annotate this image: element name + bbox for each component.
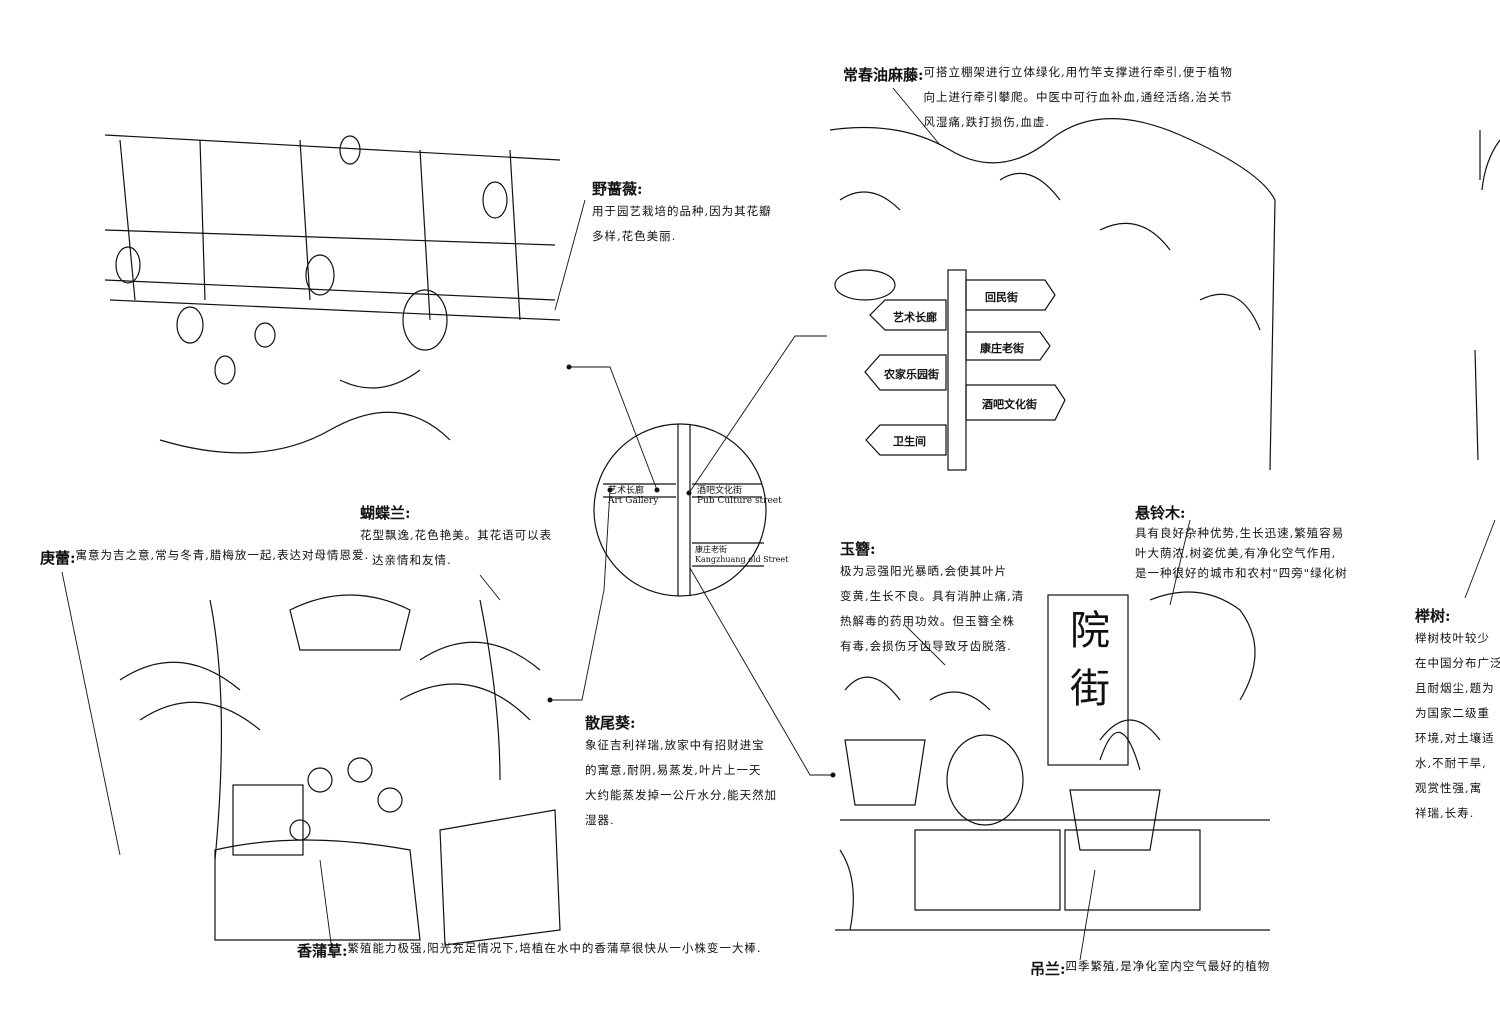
annotation-title: 常春油麻藤: <box>843 66 924 84</box>
annotation-line: 为国家二级重 <box>1415 706 1490 720</box>
annotation-line: 繁殖能力极强,阳光充足情况下,培植在水中的香蒲草很快从一小株变一大棒. <box>347 941 762 955</box>
annotation-title: 庚蕾: <box>40 549 76 567</box>
potted-plants-sketch <box>835 591 1270 931</box>
map-label-en: Kangzhuang old Street <box>695 555 789 564</box>
annotation-line: 且耐烟尘,题为 <box>1415 681 1495 695</box>
map-label-cn: 酒吧文化街 <box>697 486 743 496</box>
annotation-title: 悬铃木: <box>1135 504 1186 522</box>
route-map-circle <box>593 423 767 597</box>
annotation-spider-plant: 吊兰: 四季繁殖,是净化室内空气最好的植物 <box>1030 958 1270 979</box>
annotation-line: 用于园艺栽培的品种,因为其花瓣 <box>592 204 772 218</box>
annotation-cattail: 香蒲草: 繁殖能力极强,阳光充足情况下,培植在水中的香蒲草很快从一小株变一大棒. <box>297 940 762 961</box>
annotation-line: 湿器. <box>585 813 615 827</box>
annotation-line: 水,不耐干旱, <box>1415 756 1487 770</box>
annotation-orchid: 蝴蝶兰: 花型飘逸,花色艳美。其花语可以表 达亲情和友情. <box>360 502 552 573</box>
vine-signpost-sketch <box>829 118 1276 471</box>
map-label-cn: 艺术长廊 <box>608 486 645 496</box>
sign-farmhouse-street: 农家乐园街 <box>884 368 939 381</box>
courtyard-sign: 院街 <box>1070 608 1110 712</box>
annotation-line: 达亲情和友情. <box>372 553 452 567</box>
annotation-line: 叶大荫浓,树姿优美,有净化空气作用, <box>1135 546 1337 560</box>
sign-hui-min-street: 回民街 <box>985 291 1018 304</box>
map-label-en: Art Gallery <box>608 496 659 506</box>
annotation-zelkova: 榉树: 榉树枝叶较少 在中国分布广泛, 且耐烟尘,题为 为国家二级重 环境,对土… <box>1415 605 1500 826</box>
annotation-line: 是一种很好的城市和农村"四旁"绿化树 <box>1135 566 1348 580</box>
annotation-line: 大约能蒸发掉一公斤水分,能天然加 <box>585 788 778 802</box>
annotation-title: 榉树: <box>1415 607 1451 625</box>
annotation-title: 香蒲草: <box>297 942 348 960</box>
annotation-line: 观赏性强,寓 <box>1415 781 1483 795</box>
annotation-line: 祥瑞,长寿. <box>1415 806 1475 820</box>
annotation-line: 变黄,生长不良。具有消肿止痛,清 <box>840 589 1025 603</box>
annotation-line: 榉树枝叶较少 <box>1415 631 1490 645</box>
annotation-line: 多样,花色美丽. <box>592 229 677 243</box>
annotation-line: 象征吉利祥瑞,放家中有招财进宝 <box>585 738 765 752</box>
annotation-line: 热解毒的药用功效。但玉簪全株 <box>840 614 1015 628</box>
map-label-en: Pub Culture street <box>697 496 782 506</box>
sign-kangzhuang-old-street: 康庄老街 <box>980 342 1024 355</box>
sign-art-gallery: 艺术长廊 <box>893 311 937 324</box>
annotation-line: 风湿痛,跌打损伤,血虚. <box>923 115 1051 129</box>
annotation-line: 向上进行牵引攀爬。中医中可行血补血,通经活络,治关节 <box>923 90 1233 104</box>
palm-planter-sketch <box>119 594 561 946</box>
annotation-title: 玉簪: <box>840 540 876 558</box>
annotation-line: 环境,对土壤适 <box>1415 731 1495 745</box>
annotation-line: 四季繁殖,是净化室内空气最好的植物 <box>1065 959 1271 973</box>
annotation-line: 在中国分布广泛, <box>1415 656 1500 670</box>
annotation-line: 可搭立棚架进行立体绿化,用竹竿支撑进行牵引,便于植物 <box>923 65 1233 79</box>
annotation-hosta: 玉簪: 极为忌强阳光暴晒,会使其叶片 变黄,生长不良。具有消肿止痛,清 热解毒的… <box>840 538 1024 659</box>
annotation-palm: 散尾葵: 象征吉利祥瑞,放家中有招财进宝 的寓意,耐阴,易蒸发,叶片上一天 大约… <box>585 712 777 833</box>
annotation-lily: 庚蕾: 寓意为吉之意,常与冬青,腊梅放一起,表达对母情恩爱. <box>40 547 369 568</box>
annotation-line: 有毒,会损伤牙齿导致牙齿脱落. <box>840 639 1012 653</box>
annotation-title: 野蔷薇: <box>592 180 643 198</box>
annotation-line: 寓意为吉之意,常与冬青,腊梅放一起,表达对母情恩爱. <box>75 548 370 562</box>
annotation-line: 具有良好杂种优势,生长迅速,繁殖容易 <box>1135 526 1345 540</box>
annotation-title: 蝴蝶兰: <box>360 504 411 522</box>
sign-restroom: 卫生间 <box>893 435 926 448</box>
sign-pub-culture-street: 酒吧文化街 <box>982 398 1037 411</box>
gourd-trellis-sketch <box>104 134 561 454</box>
annotation-line: 的寓意,耐阴,易蒸发,叶片上一天 <box>585 763 762 777</box>
annotation-line: 花型飘逸,花色艳美。其花语可以表 <box>360 528 553 542</box>
map-label-cn: 康庄老街 <box>695 545 727 554</box>
annotation-rosa: 野蔷薇: 用于园艺栽培的品种,因为其花瓣 多样,花色美丽. <box>592 178 772 249</box>
annotation-title: 散尾葵: <box>585 714 636 732</box>
annotation-line: 极为忌强阳光暴晒,会使其叶片 <box>840 564 1008 578</box>
annotation-plane-tree: 悬铃木: 具有良好杂种优势,生长迅速,繁殖容易 叶大荫浓,树姿优美,有净化空气作… <box>1135 502 1348 583</box>
annotation-title: 吊兰: <box>1030 960 1066 978</box>
annotation-mucuna: 常春油麻藤: 可搭立棚架进行立体绿化,用竹竿支撑进行牵引,便于植物 向上进行牵引… <box>843 64 1233 135</box>
